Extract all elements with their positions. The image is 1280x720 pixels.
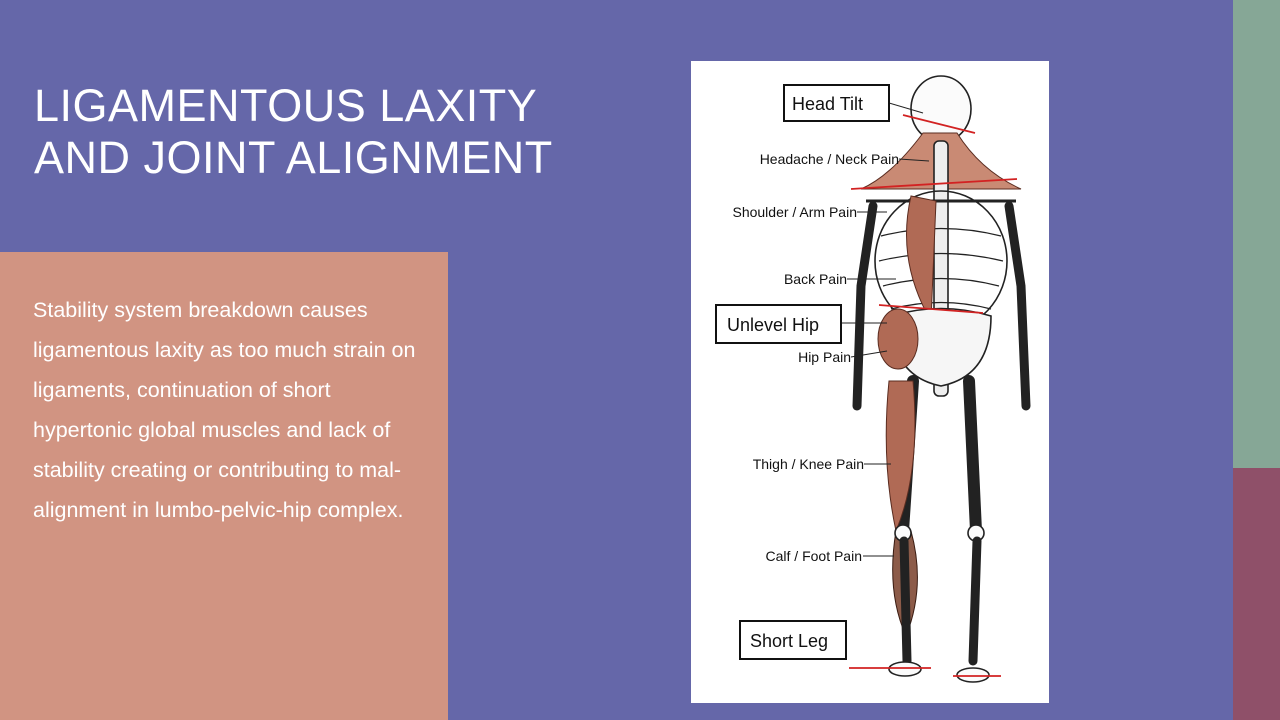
label-head-tilt-text: Head Tilt bbox=[792, 94, 863, 114]
label-head-tilt: Head Tilt bbox=[783, 84, 890, 122]
hip-line bbox=[878, 304, 984, 314]
pointer-headache bbox=[898, 158, 930, 162]
left-foot-shape bbox=[888, 661, 922, 677]
accent-bar-maroon bbox=[1233, 468, 1280, 720]
alignment-lines bbox=[849, 114, 1018, 677]
label-back: Back Pain bbox=[784, 271, 847, 287]
label-unlevel-hip-text: Unlevel Hip bbox=[727, 315, 819, 335]
title-line-2: AND JOINT ALIGNMENT bbox=[34, 132, 553, 183]
slide-title: LIGAMENTOUS LAXITY AND JOINT ALIGNMENT bbox=[34, 80, 594, 184]
skull-shape bbox=[910, 75, 972, 143]
label-shoulder: Shoulder / Arm Pain bbox=[732, 204, 857, 220]
label-short-leg-text: Short Leg bbox=[750, 631, 828, 651]
label-head-tilt-box bbox=[783, 84, 890, 122]
right-femur-shape bbox=[963, 375, 982, 537]
label-headache: Headache / Neck Pain bbox=[760, 151, 899, 167]
left-shin-shape bbox=[899, 536, 912, 666]
right-arm-shape bbox=[1004, 201, 1031, 411]
body-text: Stability system breakdown causes ligame… bbox=[33, 298, 416, 522]
pointer-hip bbox=[850, 350, 888, 358]
pointer-lines bbox=[841, 102, 930, 557]
back-muscle-shape bbox=[906, 195, 937, 323]
head-tilt-line bbox=[902, 114, 976, 134]
label-hip: Hip Pain bbox=[798, 349, 851, 365]
label-short-leg-box bbox=[739, 620, 847, 660]
pointer-head-tilt bbox=[888, 102, 924, 114]
ribs-shape bbox=[878, 227, 1004, 310]
hamstring-shape bbox=[885, 380, 916, 533]
right-shin-shape bbox=[968, 536, 982, 666]
skeleton-figure: Head Tilt Unlevel Hip Short Leg Headache… bbox=[691, 61, 1049, 703]
label-unlevel-hip-box bbox=[715, 304, 842, 344]
body-panel: Stability system breakdown causes ligame… bbox=[0, 252, 448, 720]
skeleton-illustration: Head Tilt Unlevel Hip Short Leg Headache… bbox=[715, 75, 1031, 683]
right-foot-shape bbox=[956, 667, 990, 683]
left-arm-shape bbox=[852, 201, 878, 411]
label-short-leg: Short Leg bbox=[739, 620, 847, 660]
skeleton-drawing bbox=[852, 75, 1031, 683]
accent-bar-green bbox=[1233, 0, 1280, 468]
title-line-1: LIGAMENTOUS LAXITY bbox=[34, 80, 538, 131]
label-unlevel-hip: Unlevel Hip bbox=[715, 304, 842, 344]
label-calf: Calf / Foot Pain bbox=[766, 548, 863, 564]
shoulder-line bbox=[850, 178, 1018, 190]
label-thigh: Thigh / Knee Pain bbox=[753, 456, 864, 472]
glute-muscle-shape bbox=[877, 308, 919, 370]
